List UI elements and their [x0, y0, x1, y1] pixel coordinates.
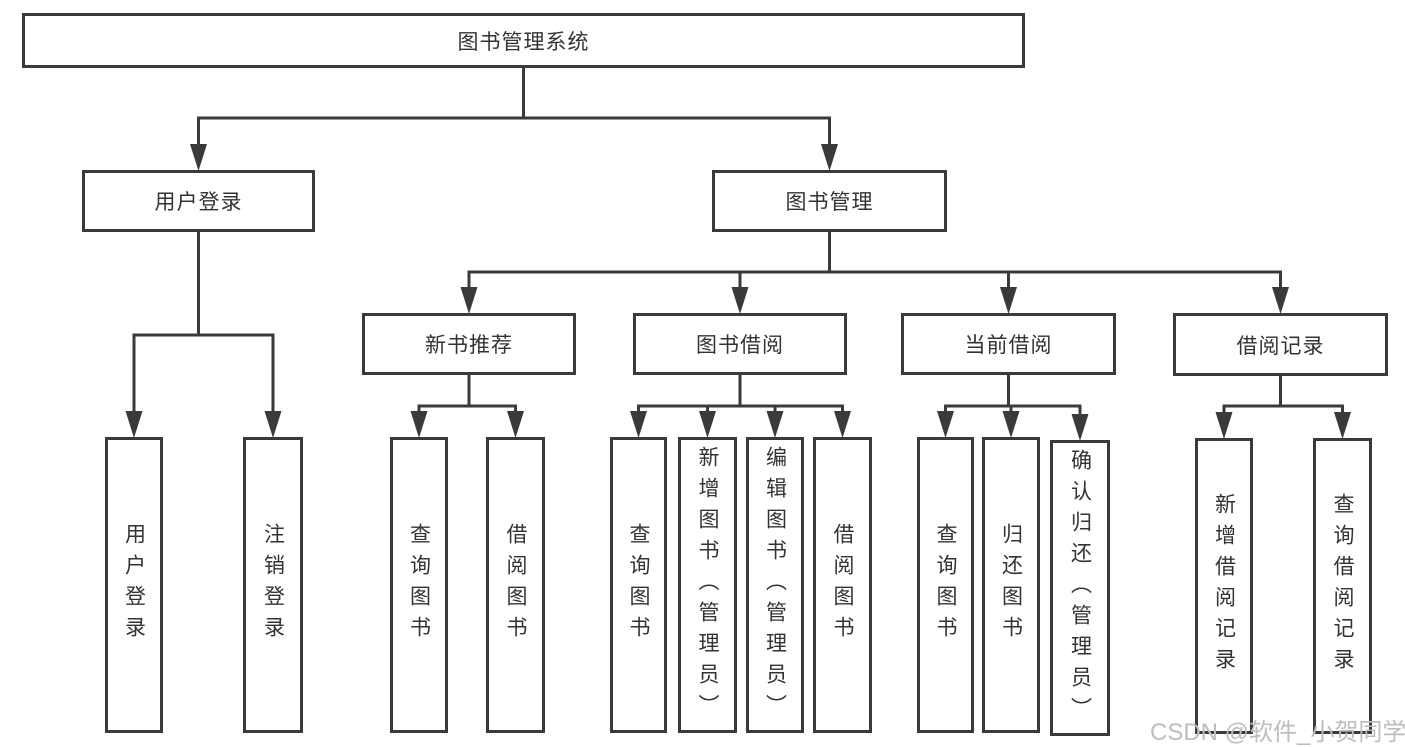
- connector-fan-user-login: [125, 232, 282, 438]
- node-label-book-borrow: 图书借阅: [696, 334, 784, 357]
- node-current-borrow: 当前借阅: [901, 313, 1116, 375]
- node-label-borrow-leaf-4: 借阅图书: [831, 523, 854, 647]
- node-login-leaf-2: 注销登录: [243, 437, 303, 733]
- node-book-borrow: 图书借阅: [633, 313, 847, 375]
- node-current-leaf-2: 归还图书: [982, 437, 1040, 733]
- connector-fan-book-borrow: [630, 375, 851, 438]
- node-label-current-borrow: 当前借阅: [964, 334, 1053, 357]
- watermark: CSDN @软件_小贺同学: [1150, 719, 1405, 746]
- node-label-current-leaf-2: 归还图书: [999, 523, 1023, 647]
- node-rec-leaf-1: 查询图书: [390, 437, 448, 733]
- connector-fan-current-borrow: [937, 375, 1089, 441]
- node-label-borrow-records: 借阅记录: [1236, 334, 1325, 358]
- node-current-leaf-3: 确认归还（管理员）: [1050, 440, 1110, 736]
- node-borrow-records: 借阅记录: [1173, 313, 1388, 376]
- node-label-records-leaf-1: 新增借阅记录: [1212, 493, 1236, 679]
- connector-fan-root: [190, 68, 838, 171]
- node-label-book-mgmt: 图书管理: [785, 191, 874, 214]
- node-user-login: 用户登录: [82, 170, 315, 232]
- node-label-rec-leaf-1: 查询图书: [407, 523, 431, 647]
- node-borrow-leaf-2: 新增图书（管理员）: [678, 437, 737, 733]
- node-new-book-rec: 新书推荐: [362, 313, 576, 375]
- node-records-leaf-1: 新增借阅记录: [1195, 438, 1253, 734]
- node-label-borrow-leaf-2: 新增图书（管理员）: [696, 445, 719, 725]
- node-label-borrow-leaf-1: 查询图书: [627, 523, 650, 647]
- node-root: 图书管理系统: [22, 13, 1025, 68]
- node-book-mgmt: 图书管理: [712, 170, 947, 232]
- connector-fan-book-mgmt: [460, 232, 1289, 314]
- connector-fan-borrow-records: [1215, 376, 1351, 439]
- node-label-current-leaf-3: 确认归还（管理员）: [1068, 448, 1092, 728]
- node-label-login-leaf-1: 用户登录: [122, 523, 146, 647]
- connector-fan-new-book-rec: [410, 375, 524, 438]
- node-rec-leaf-2: 借阅图书: [486, 437, 545, 733]
- node-records-leaf-2: 查询借阅记录: [1313, 438, 1372, 734]
- node-login-leaf-1: 用户登录: [105, 437, 163, 733]
- node-current-leaf-1: 查询图书: [917, 437, 974, 733]
- node-label-borrow-leaf-3: 编辑图书（管理员）: [763, 445, 787, 725]
- node-label-records-leaf-2: 查询借阅记录: [1331, 493, 1354, 679]
- node-borrow-leaf-1: 查询图书: [610, 437, 667, 733]
- node-borrow-leaf-3: 编辑图书（管理员）: [746, 437, 804, 733]
- node-label-current-leaf-1: 查询图书: [934, 523, 957, 647]
- node-label-user-login: 用户登录: [154, 191, 243, 214]
- node-label-new-book-rec: 新书推荐: [425, 334, 513, 357]
- node-label-rec-leaf-2: 借阅图书: [504, 523, 527, 647]
- node-borrow-leaf-4: 借阅图书: [813, 437, 872, 733]
- node-label-login-leaf-2: 注销登录: [261, 523, 285, 647]
- node-label-root: 图书管理系统: [457, 30, 590, 54]
